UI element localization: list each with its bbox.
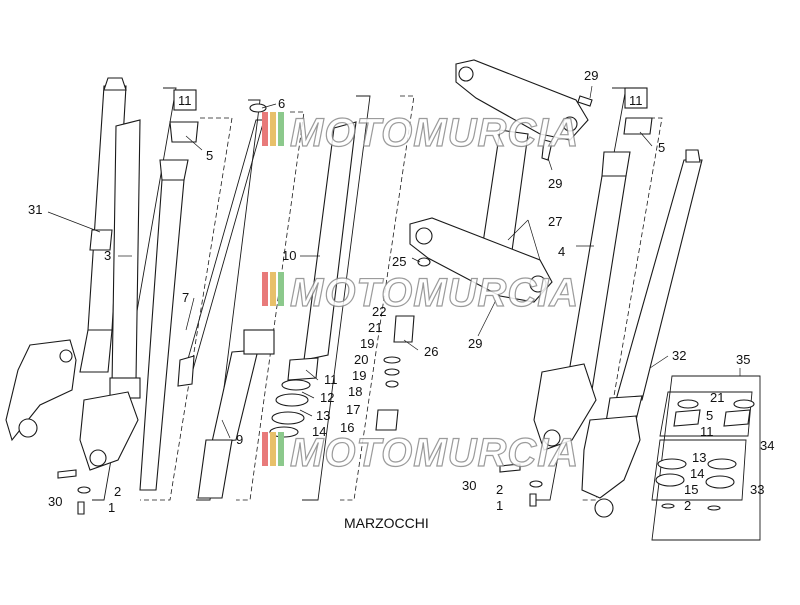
small-hardware (57, 463, 543, 515)
callout-29a: 29 (584, 68, 598, 83)
callout-22: 22 (372, 304, 386, 319)
callout-15: 15 (684, 482, 698, 497)
callout-11c: 11 (629, 93, 643, 108)
callout-12: 12 (320, 390, 334, 405)
callout-2c: 2 (496, 482, 503, 497)
callout-34: 34 (760, 438, 774, 453)
callout-16: 16 (340, 420, 354, 435)
callout-11d: 11 (700, 424, 714, 439)
callout-11a: 11 (178, 93, 192, 108)
callout-32: 32 (672, 348, 686, 363)
callout-19a: 19 (352, 368, 366, 383)
callout-21b: 21 (710, 390, 724, 405)
callout-6: 6 (278, 96, 285, 111)
callout-20: 20 (354, 352, 368, 367)
callout-10: 10 (282, 248, 296, 263)
callout-29c: 29 (468, 336, 482, 351)
callout-19b: 19 (360, 336, 374, 351)
callout-33: 33 (750, 482, 764, 497)
watermarks: MOTOMURCIA MOTOMURCIA MOTOMURCIA (262, 110, 579, 476)
callout-13b: 13 (692, 450, 706, 465)
watermark-1: MOTOMURCIA (262, 110, 579, 156)
callout-7: 7 (182, 290, 189, 305)
callout-2a: 2 (114, 484, 121, 499)
callout-26: 26 (424, 344, 438, 359)
callout-29b: 29 (548, 176, 562, 191)
callout-31: 31 (28, 202, 42, 217)
callout-14: 14 (312, 424, 326, 439)
callout-35: 35 (736, 352, 750, 367)
callout-30a: 30 (48, 494, 62, 509)
callout-3: 3 (104, 248, 111, 263)
callout-9: 9 (236, 432, 243, 447)
callout-1a: 1 (108, 500, 115, 515)
exploded-panel-left (79, 87, 233, 501)
triple-clamp-assembly (409, 59, 593, 303)
callout-18: 18 (348, 384, 362, 399)
callout-30b: 30 (462, 478, 476, 493)
callout-2b: 2 (684, 498, 691, 513)
callout-25: 25 (392, 254, 406, 269)
callout-labels: 31 3 7 9 6 11 5 30 2 1 10 11 12 13 14 16… (28, 68, 774, 515)
callout-5c: 5 (706, 408, 713, 423)
callout-4: 4 (558, 244, 565, 259)
watermark-3: MOTOMURCIA (262, 430, 579, 476)
callout-1b: 1 (496, 498, 503, 513)
callout-5b: 5 (658, 140, 665, 155)
callout-14b: 14 (690, 466, 704, 481)
callout-11b: 11 (324, 372, 338, 387)
service-kits (651, 375, 761, 541)
fork-leg-right (581, 149, 703, 518)
exploded-panel-right (533, 87, 663, 501)
leader-lines (47, 85, 741, 439)
exploded-panel-center (269, 95, 431, 501)
callout-27: 27 (548, 214, 562, 229)
svg-text:MOTOMURCIA: MOTOMURCIA (290, 271, 579, 315)
diagram-caption: MARZOCCHI (344, 515, 429, 531)
callout-17: 17 (346, 402, 360, 417)
callout-5a: 5 (206, 148, 213, 163)
callout-13: 13 (316, 408, 330, 423)
callout-21a: 21 (368, 320, 382, 335)
watermark-2: MOTOMURCIA (262, 270, 579, 316)
exploded-panel-center-left (177, 99, 305, 501)
svg-text:MOTOMURCIA: MOTOMURCIA (290, 111, 579, 155)
svg-text:MOTOMURCIA: MOTOMURCIA (290, 431, 579, 475)
